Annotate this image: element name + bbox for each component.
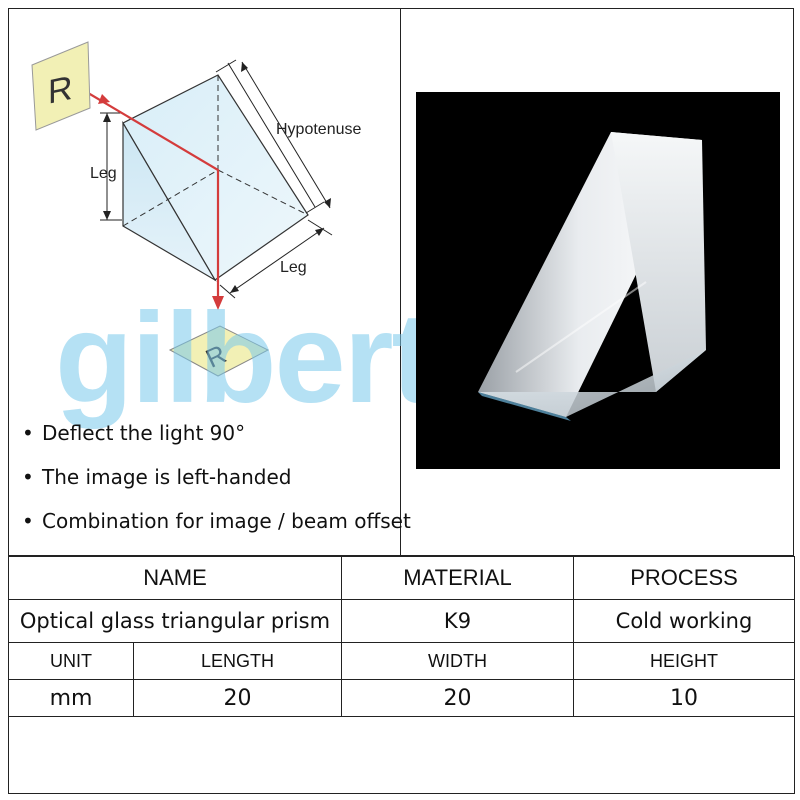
prism-photo-render xyxy=(478,132,706,421)
cell-name: Optical glass triangular prism xyxy=(8,599,342,643)
output-image-card: R xyxy=(168,325,270,377)
cell-process: Cold working xyxy=(573,599,795,643)
cell-unit: mm xyxy=(8,679,134,717)
header-material: MATERIAL xyxy=(341,556,574,600)
cell-length: 20 xyxy=(133,679,342,717)
bullet-icon: • xyxy=(22,465,34,489)
product-photo xyxy=(416,92,780,469)
prism-side-face xyxy=(122,120,217,282)
header-process: PROCESS xyxy=(573,556,795,600)
prism-diagram: Leg Hypotenuse Leg R R xyxy=(31,41,361,377)
header-unit: UNIT xyxy=(8,642,134,680)
hypotenuse-label: Hypotenuse xyxy=(276,121,361,138)
blank-row xyxy=(8,716,795,794)
header-name: NAME xyxy=(8,556,342,600)
cell-width: 20 xyxy=(341,679,574,717)
leg-left-label: Leg xyxy=(90,165,117,182)
dimension-header-row: UNIT LENGTH WIDTH HEIGHT xyxy=(8,642,795,680)
cell-material: K9 xyxy=(341,599,574,643)
table-row: Optical glass triangular prism K9 Cold w… xyxy=(8,599,795,643)
feature-item: •Deflect the light 90° xyxy=(22,418,411,462)
spec-table: NAME MATERIAL PROCESS Optical glass tria… xyxy=(8,556,795,794)
panel-divider xyxy=(400,8,401,556)
cell-height: 10 xyxy=(573,679,795,717)
product-info-panel xyxy=(8,8,794,556)
bullet-icon: • xyxy=(22,421,34,445)
feature-item: •Combination for image / beam offset xyxy=(22,506,411,550)
dimension-value-row: mm 20 20 10 xyxy=(8,679,795,717)
feature-item: •The image is left-handed xyxy=(22,462,411,506)
table-header-row: NAME MATERIAL PROCESS xyxy=(8,556,795,600)
blank-cell xyxy=(8,716,795,794)
feature-list: •Deflect the light 90° •The image is lef… xyxy=(22,418,411,550)
input-image-letter: R xyxy=(48,69,73,112)
header-length: LENGTH xyxy=(133,642,342,680)
bullet-icon: • xyxy=(22,509,34,533)
header-height: HEIGHT xyxy=(573,642,795,680)
header-width: WIDTH xyxy=(341,642,574,680)
input-image-card: R xyxy=(31,41,91,131)
leg-bottom-label: Leg xyxy=(280,259,307,276)
light-beam xyxy=(77,86,220,300)
